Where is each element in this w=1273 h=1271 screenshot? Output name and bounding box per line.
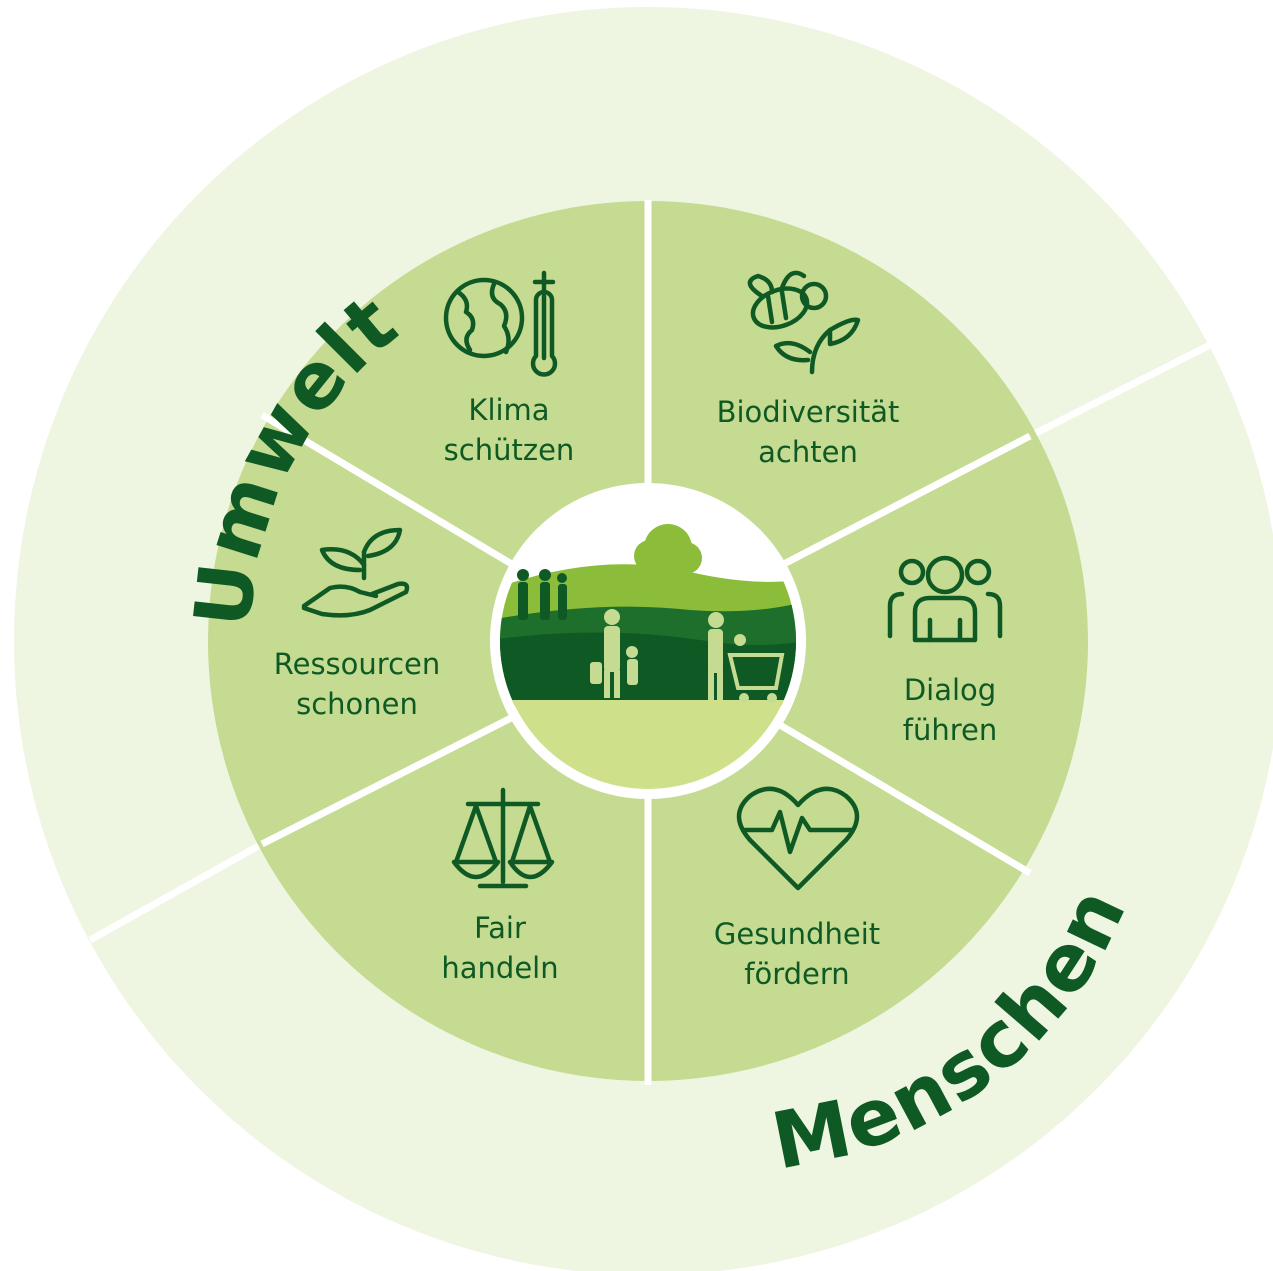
- segment-gesundheit: Gesundheit fördern: [714, 917, 880, 991]
- segment-ressourcen-line2: schonen: [296, 687, 418, 721]
- segment-klima-line2: schützen: [444, 433, 575, 467]
- segment-biodiversitaet-line1: Biodiversität: [717, 395, 900, 429]
- scales-icon: [451, 787, 555, 889]
- heart-pulse-icon: [736, 786, 860, 891]
- segment-biodiversitaet: Biodiversität achten: [717, 395, 900, 469]
- segment-gesundheit-line2: fördern: [744, 957, 849, 991]
- segment-dialog: Dialog führen: [903, 673, 997, 747]
- segment-biodiversitaet-line2: achten: [758, 435, 858, 469]
- segment-fair-line2: handeln: [441, 951, 558, 985]
- globe-thermometer-icon: [443, 270, 558, 377]
- ring-divider-right: [1028, 341, 1212, 440]
- segment-dialog-line2: führen: [903, 713, 997, 747]
- segment-ressourcen-line1: Ressourcen: [274, 647, 440, 681]
- segment-fair: Fair handeln: [441, 911, 558, 985]
- segment-gesundheit-line1: Gesundheit: [714, 917, 880, 951]
- bee-plant-icon: [747, 270, 861, 375]
- segment-klima-line1: Klima: [468, 393, 549, 427]
- segment-dialog-line1: Dialog: [904, 673, 996, 707]
- segment-ressourcen: Ressourcen schonen: [274, 647, 440, 721]
- segment-dividers: [260, 200, 1032, 1085]
- hand-sprout-icon: [301, 527, 410, 618]
- ring-divider-left: [88, 840, 264, 944]
- segment-fair-line1: Fair: [474, 911, 526, 945]
- segment-klima: Klima schützen: [444, 393, 575, 467]
- people-group-icon: [887, 555, 1003, 643]
